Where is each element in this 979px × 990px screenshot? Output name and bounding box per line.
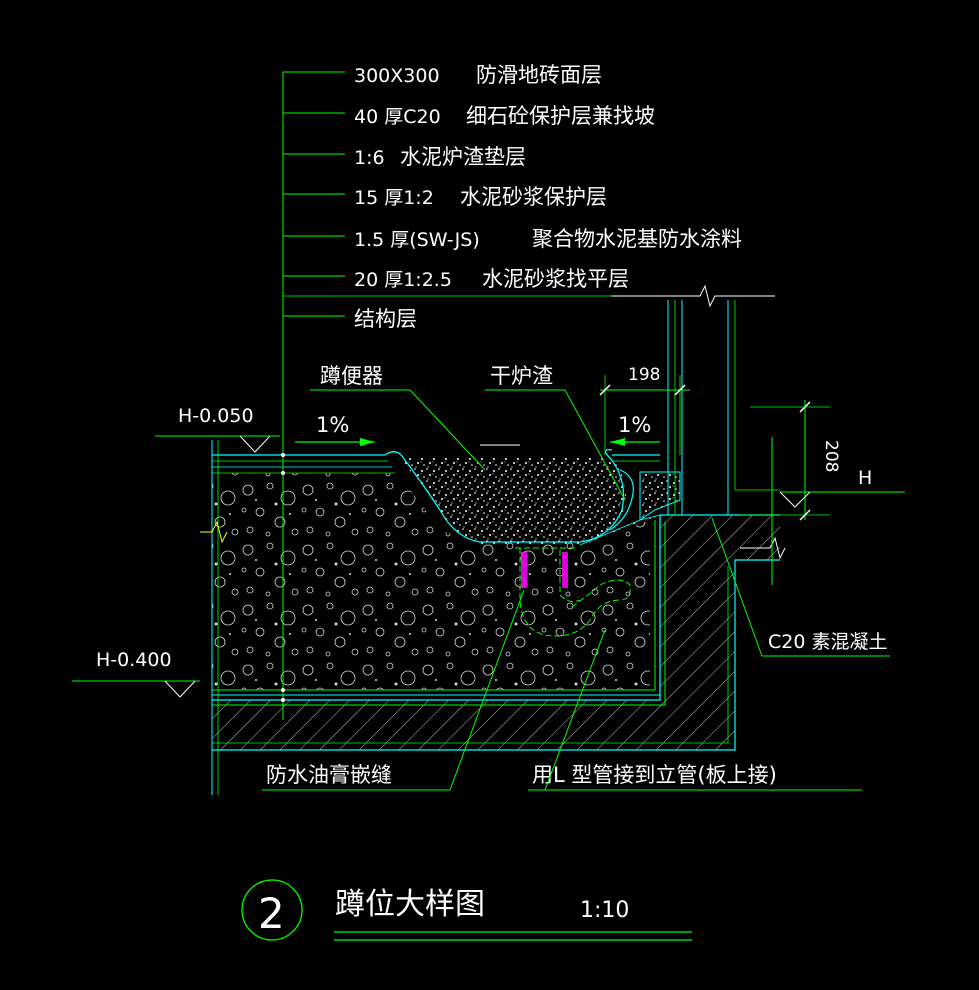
layer-4-desc: 水泥砂浆保护层 [460,185,607,209]
callouts: 蹲便器 干炉渣 198 1% 1% 208 H H-0.050 [72,364,905,791]
layer-4-spec: 15 厚1:2 [354,187,434,209]
layer-3-spec: 1:6 [354,147,385,169]
sealant-left [521,552,527,588]
layer-6-spec: 20 厚1:2.5 [354,269,452,291]
layer-2-spec: 40 厚C20 [354,106,441,128]
floor-layers [211,440,660,795]
title-block: 2 蹲位大样图 1:10 [241,879,692,941]
layer-2-desc: 细石砼保护层兼找坡 [466,104,655,128]
layer-notes: 300X300 防滑地砖面层 40 厚C20 细石砼保护层兼找坡 1:6 水泥炉… [354,63,742,331]
c20-label: C20 素混凝土 [768,631,887,653]
side-wall [200,284,786,560]
layer-7-spec: 结构层 [354,307,417,331]
layer-1-spec: 300X300 [354,65,440,87]
layer-1-desc: 防滑地砖面层 [476,63,602,87]
elev-top: H-0.050 [178,405,254,427]
detail-scale: 1:10 [580,898,629,923]
layer-6-desc: 水泥砂浆找平层 [482,267,629,291]
l-pipe-label: 用L 型管接到立管(板上接) [532,763,777,787]
layer-leaders [281,71,612,720]
detail-title: 蹲位大样图 [335,887,485,922]
squat-toilet [384,444,681,546]
slope-right: 1% [618,413,651,437]
dim-208: 208 [821,440,841,472]
layer-3-desc: 水泥炉渣垫层 [400,145,526,169]
dry-slag-label: 干炉渣 [490,364,553,388]
drain-trap [515,547,631,637]
squat-toilet-label: 蹲便器 [320,364,383,388]
layer-5-spec: 1.5 厚(SW-JS) [354,229,480,251]
elev-bottom: H-0.400 [96,649,172,671]
elev-h: H [858,467,872,489]
cinder-fill [212,473,660,696]
sealant-right [562,552,568,588]
detail-number-circle [241,879,303,941]
sealant-label: 防水油膏嵌缝 [266,763,392,787]
dim-198: 198 [628,365,660,385]
structural-slab [212,514,780,751]
detail-number: 2 [258,889,285,938]
layer-5-desc: 聚合物水泥基防水涂料 [532,227,742,251]
slope-left: 1% [316,413,349,437]
